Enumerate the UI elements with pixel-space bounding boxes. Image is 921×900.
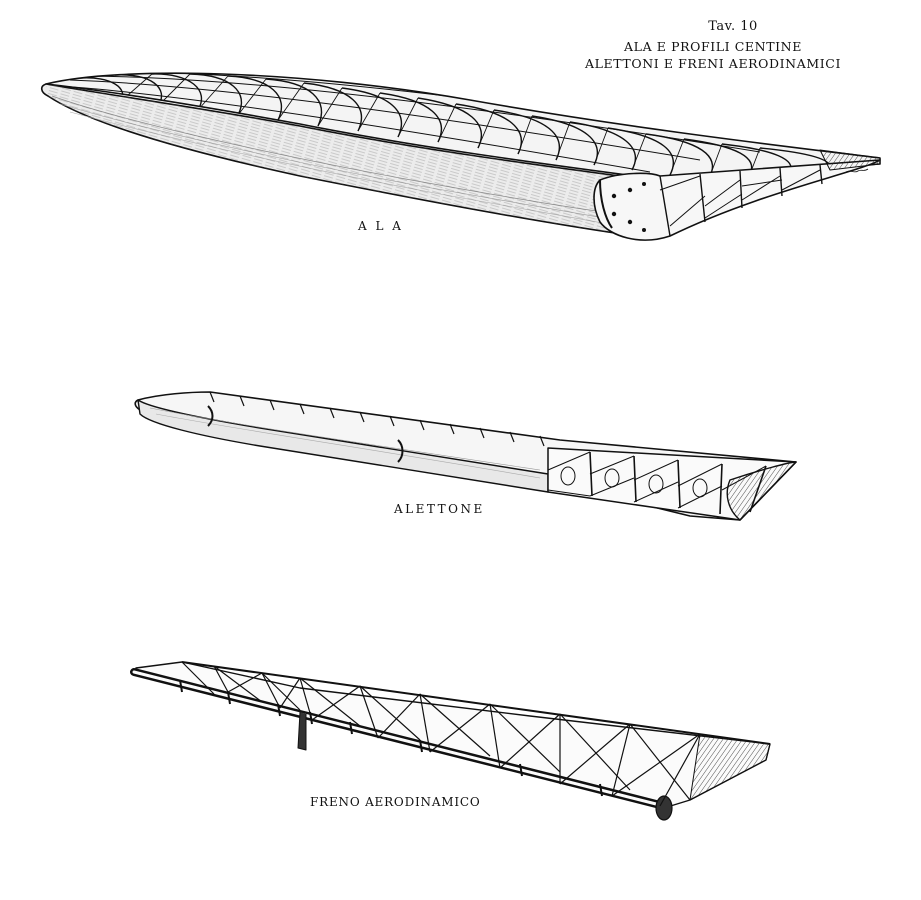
wing-drawing xyxy=(40,72,881,241)
aileron-caption: ALETTONE xyxy=(394,502,485,516)
plate-number: Tav. 10 xyxy=(708,19,758,34)
airbrake-drawing xyxy=(130,661,771,821)
plate-header: Tav. 10 ALA E PROFILI CENTINE ALETTONI E… xyxy=(583,18,843,72)
wing-caption: A L A xyxy=(358,219,404,233)
aileron-drawing xyxy=(134,391,797,521)
plate-subtitle: ALETTONI E FRENI AERODINAMICI xyxy=(585,56,841,71)
plate-title: ALA E PROFILI CENTINE xyxy=(624,39,802,54)
wing-root-rib xyxy=(593,159,881,241)
airbrake-caption: FRENO AERODINAMICO xyxy=(310,795,481,809)
